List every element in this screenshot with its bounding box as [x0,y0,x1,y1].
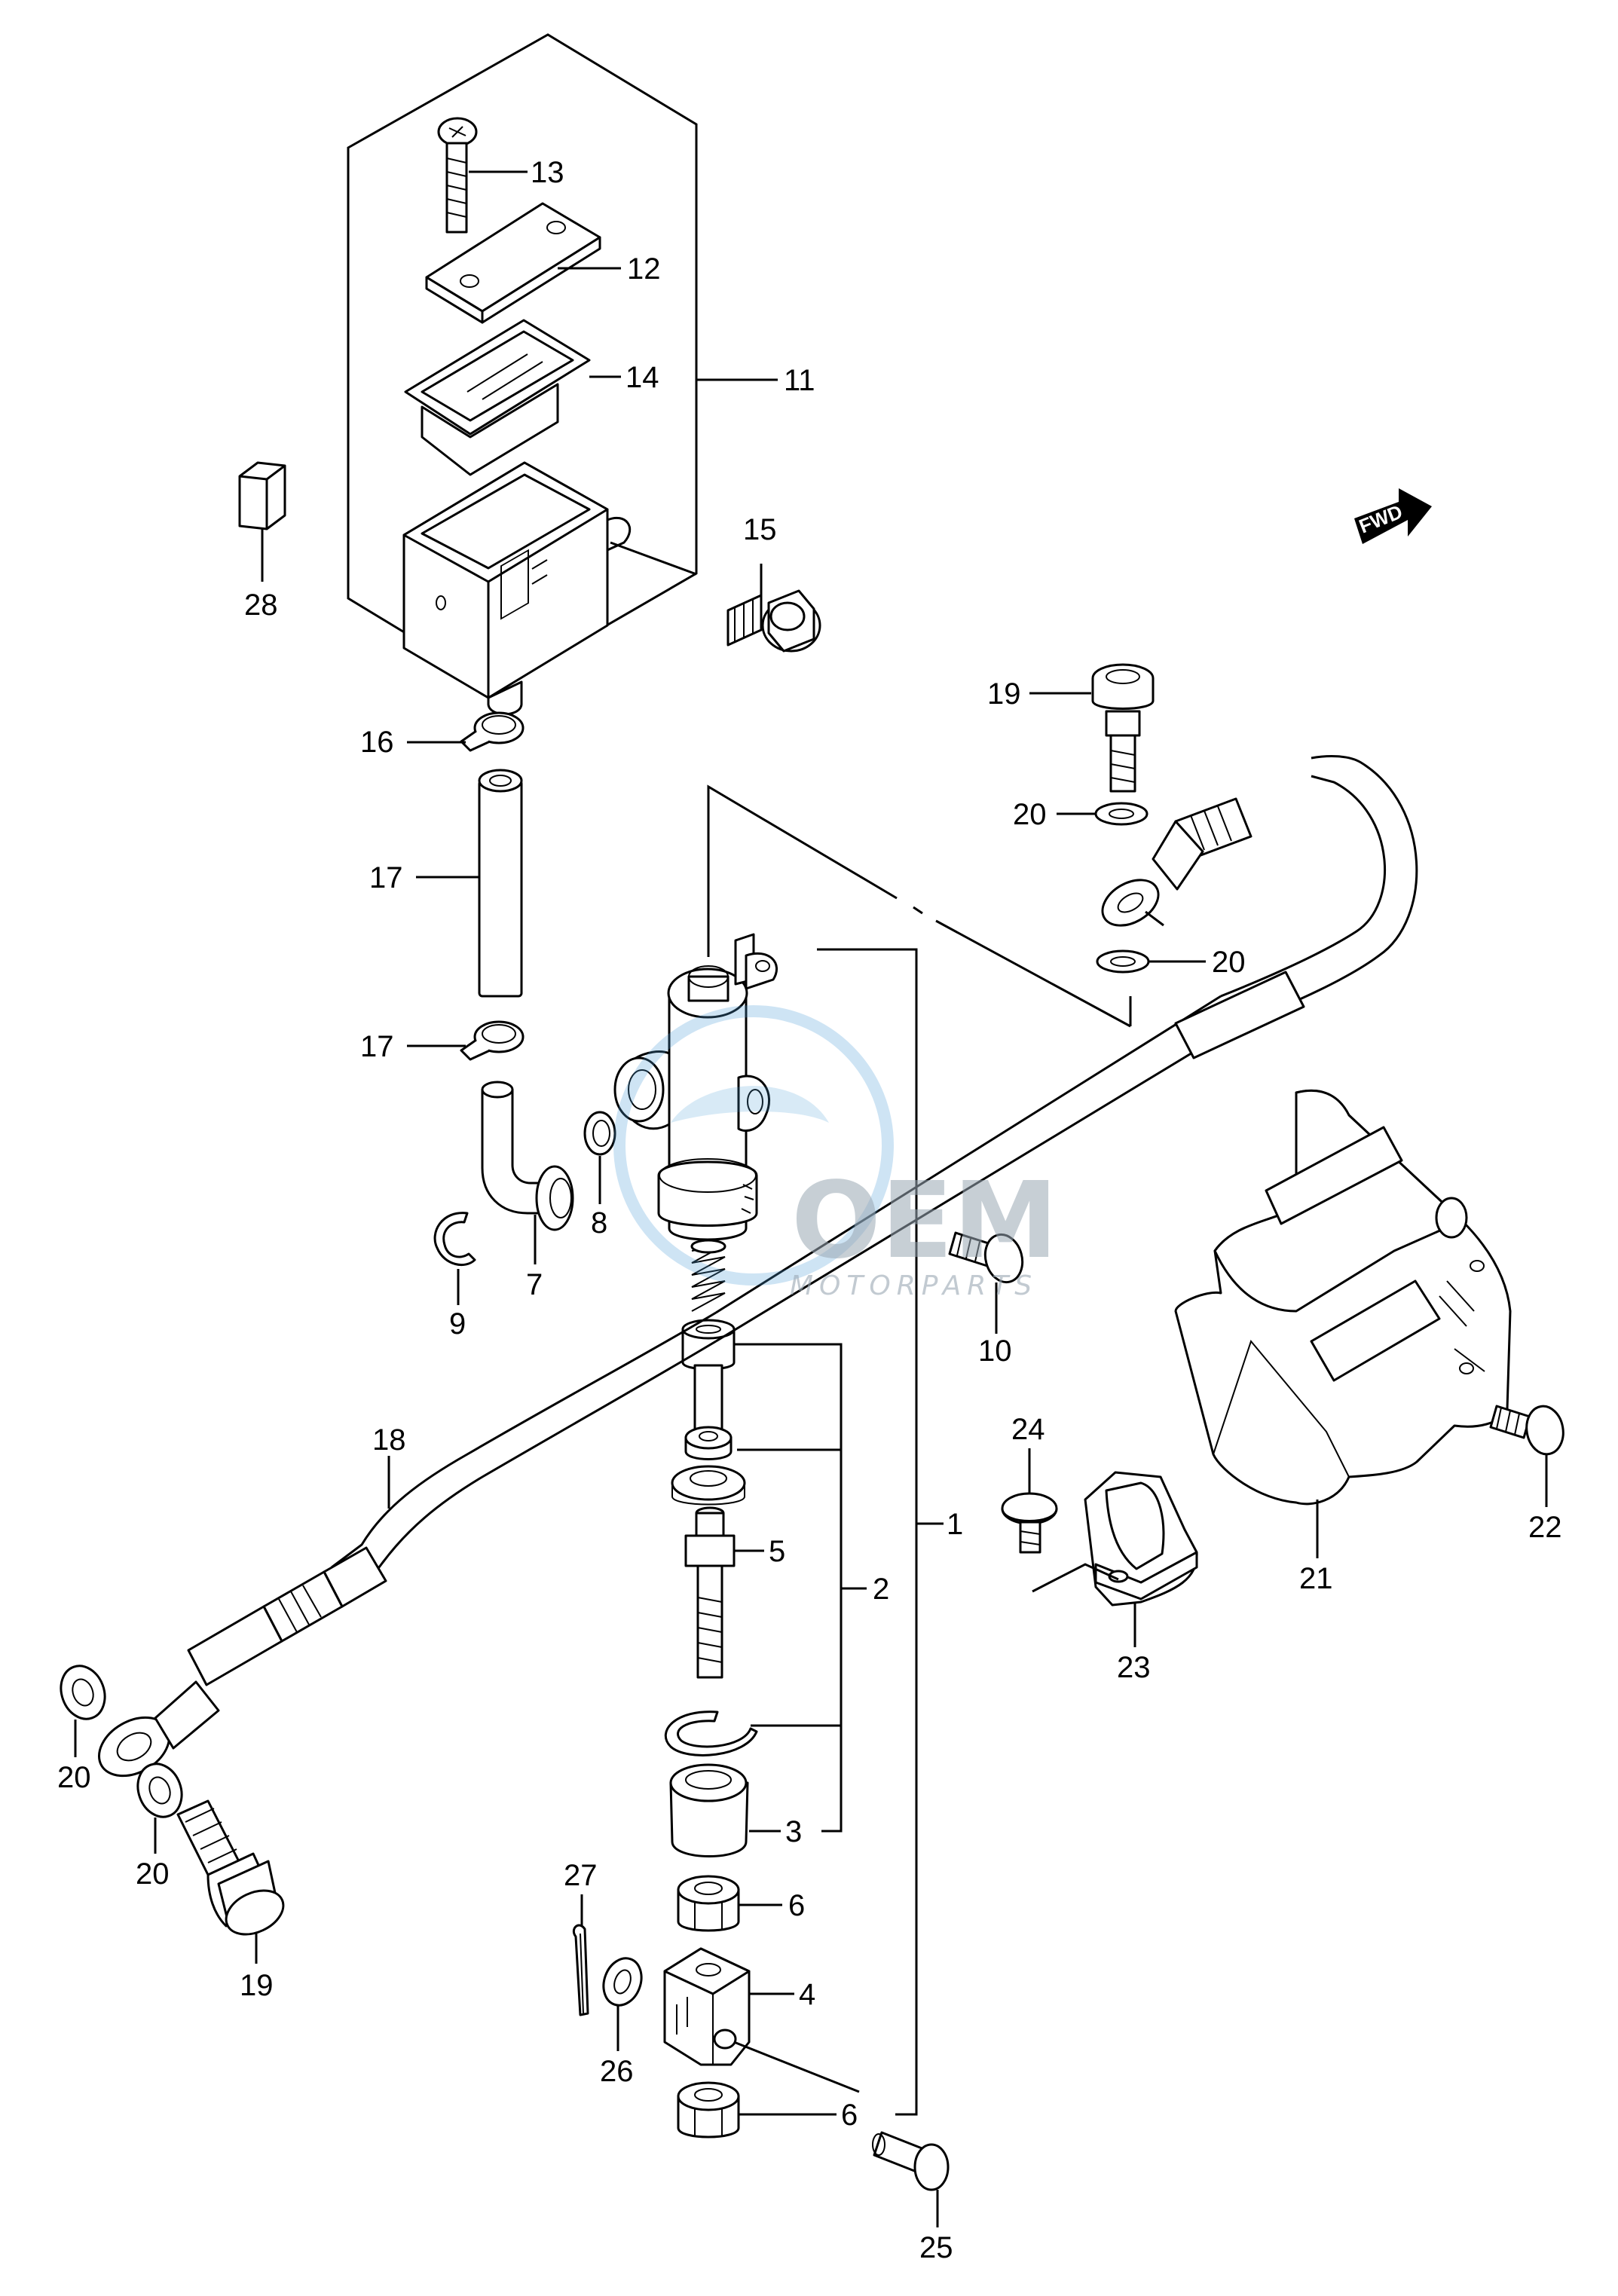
part-24-screw [1001,1492,1058,1554]
part-10-screw [948,1231,1024,1284]
callout-9: 9 [449,1307,466,1341]
callout-8: 8 [591,1206,607,1240]
callout-3: 3 [785,1815,802,1848]
svg-text:MOTORPARTS: MOTORPARTS [790,1270,1038,1301]
callout-26: 26 [600,2055,634,2088]
fwd-arrow-badge: FWD [1354,488,1432,544]
master-cylinder-body [613,933,778,1241]
callout-2: 2 [873,1573,889,1606]
svg-text:OEM: OEM [791,1160,1058,1283]
callout-16: 17 [369,861,403,894]
part-6-nut-lower [677,2081,740,2139]
part-2-circlip [664,1711,758,1756]
callout-5: 5 [769,1535,785,1568]
part-20-washer-lower-a [60,1665,106,1720]
callout-10: 10 [978,1334,1012,1368]
callout-7: 7 [526,1268,543,1301]
part-17-upper-clamp [460,711,525,752]
callout-24: 24 [1011,1413,1045,1446]
part-4-clevis [663,1947,751,2066]
part-18-brake-hose [97,755,1418,1778]
leader-15-to-body [610,541,697,576]
bracket-guide-line [1032,1563,1119,1593]
callout-11: 11 [784,364,815,397]
callout-20-lower-a: 20 [57,1761,91,1794]
callout-6-upper: 6 [788,1889,805,1922]
part-20-washer-upper-b [1096,949,1150,974]
part-28-cap [238,461,286,530]
part-12-cover-plate [425,202,601,324]
part-8-o-ring [583,1111,616,1156]
part-5-push-rod [684,1506,736,1679]
part-20-washer-lower-b [136,1763,183,1818]
part-2-washer [671,1465,746,1506]
watermark-logo: OEM MOTORPARTS [613,1005,1058,1301]
callout-17-lower: 17 [360,1030,394,1063]
part-26-washer [602,1957,643,2007]
callout-labels: 1 2 3 4 5 6 6 7 8 9 10 11 12 13 14 15 16… [57,156,1562,2264]
leader-6b-diag [733,2041,860,2093]
callout-13: 13 [531,156,564,189]
callout-20-upper-a: 20 [1013,798,1047,831]
callout-4: 4 [799,1978,815,2011]
part-19-lower-banjo-bolt [176,1799,285,1936]
part-17-lower-clamp [460,1020,525,1061]
callout-18: 18 [372,1423,406,1457]
part-25-pin [872,2131,950,2191]
part-23-bracket [1084,1471,1198,1607]
part-14-diaphragm [404,319,591,476]
part-22-screw [1489,1405,1564,1456]
part-15-bolt [726,589,821,653]
part-20-washer-upper-a [1094,802,1149,826]
callout-27: 27 [564,1859,598,1892]
part-21-heel-guard [1174,1089,1512,1506]
part-3-dust-boot [669,1763,749,1857]
callout-17-upper: 16 [360,726,394,759]
callout-22: 22 [1528,1511,1562,1544]
callout-14: 14 [625,361,659,394]
part-6-nut-upper [677,1875,740,1932]
reservoir-body [402,461,632,716]
callout-20-lower-b: 20 [136,1857,170,1891]
callout-28: 28 [244,589,278,622]
callout-25: 25 [919,2231,953,2264]
part-27-cotter-pin [572,1924,589,2016]
part-2-secondary-cup [684,1426,733,1460]
callout-12: 12 [627,252,661,286]
callout-6-lower: 6 [841,2099,858,2132]
callout-23: 23 [1117,1651,1151,1684]
part-19-upper-banjo-bolt [1091,663,1155,793]
callout-1: 1 [947,1508,963,1541]
part-9-circlip [433,1212,476,1267]
part-18-upper-fitting [1101,797,1252,927]
callout-20-upper-b: 20 [1212,946,1246,979]
callout-15: 15 [743,513,777,546]
part-16-hose [478,769,523,998]
callout-19-lower: 19 [240,1969,274,2002]
part-13-screw [437,117,478,234]
callout-21: 21 [1299,1562,1333,1595]
group-brackets [734,948,944,2116]
connection-guide-line [707,784,1132,1028]
part-2-spring [690,1239,726,1312]
callout-19-upper: 19 [987,677,1021,711]
part-7-elbow-joint [481,1081,574,1231]
